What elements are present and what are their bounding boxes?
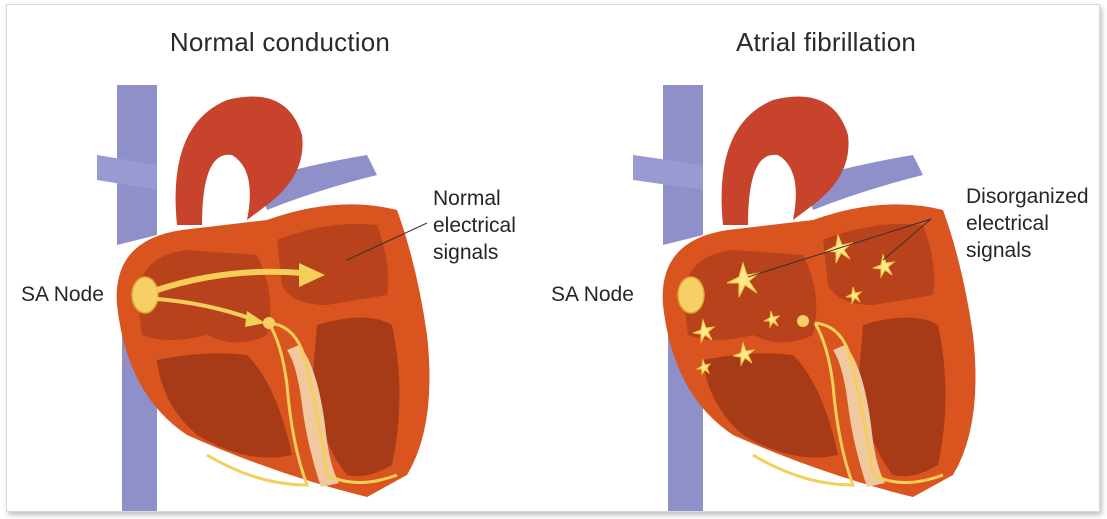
signal-label-line-2: electrical	[966, 210, 1089, 237]
panel-normal-conduction: Normal conduction	[7, 5, 553, 511]
panel-atrial-fibrillation: Atrial fibrillation	[553, 5, 1099, 511]
signal-label-line-1: Disorganized	[966, 183, 1089, 210]
sa-node-label: SA Node	[551, 281, 634, 308]
av-node	[797, 315, 809, 327]
signal-label-line-3: signals	[966, 237, 1089, 264]
left-atrium	[823, 224, 934, 305]
aorta	[176, 97, 303, 225]
sa-node-label: SA Node	[21, 281, 104, 308]
sa-node	[132, 277, 158, 313]
signal-label-line-1: Normal	[433, 185, 516, 212]
signal-label-line-3: signals	[433, 239, 516, 266]
left-atrium	[277, 224, 388, 305]
signal-label: Disorganized electrical signals	[966, 183, 1089, 264]
signal-label: Normal electrical signals	[433, 185, 516, 266]
sa-node	[678, 277, 704, 313]
signal-label-line-2: electrical	[433, 212, 516, 239]
diagram-frame: Normal conduction	[6, 4, 1100, 512]
aorta	[722, 97, 849, 225]
